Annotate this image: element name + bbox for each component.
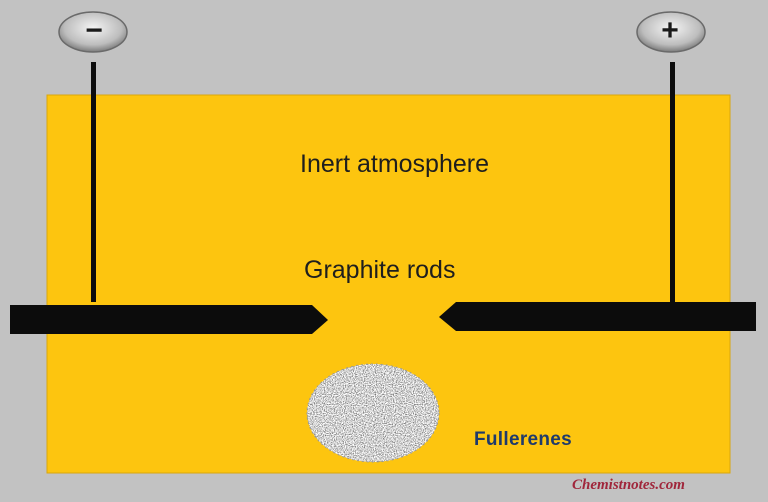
graphite-rod-right — [439, 302, 756, 331]
watermark-text: Chemistnotes.com — [572, 477, 685, 493]
graphite-rods-label: Graphite rods — [304, 256, 456, 284]
fullerenes-label: Fullerenes — [474, 429, 573, 450]
atmosphere-label: Inert atmosphere — [300, 150, 489, 178]
negative-terminal — [58, 11, 128, 53]
positive-sign-icon: + — [661, 14, 679, 47]
negative-sign-icon: − — [85, 14, 103, 47]
positive-wire — [670, 62, 675, 302]
fullerene-soot-pile — [306, 363, 440, 463]
positive-terminal — [636, 11, 706, 53]
graphite-rod-left — [10, 305, 328, 334]
negative-wire — [91, 62, 96, 302]
